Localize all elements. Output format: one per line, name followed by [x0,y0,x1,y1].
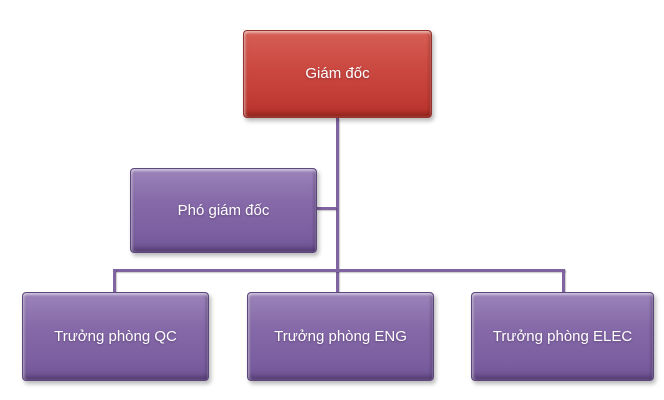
org-node-director: Giám đốc [243,30,432,118]
org-node-eng-manager-label: Trưởng phòng ENG [274,327,407,345]
org-node-deputy-director: Phó giám đốc [130,168,317,253]
connector-director-vertical [336,118,339,292]
org-node-qc-manager: Trưởng phòng QC [22,292,209,381]
org-node-elec-manager: Trưởng phòng ELEC [471,292,654,381]
org-node-deputy-director-label: Phó giám đốc [177,201,270,219]
connector-drop-qc [113,269,116,292]
org-node-qc-manager-label: Trưởng phòng QC [54,327,177,345]
org-node-eng-manager: Trưởng phòng ENG [247,292,434,381]
org-node-director-label: Giám đốc [305,65,370,82]
connector-assistant-stub [317,207,336,210]
connector-drop-elec [562,269,565,292]
org-node-elec-manager-label: Trưởng phòng ELEC [492,327,633,345]
connector-horizontal-bus [113,269,565,272]
